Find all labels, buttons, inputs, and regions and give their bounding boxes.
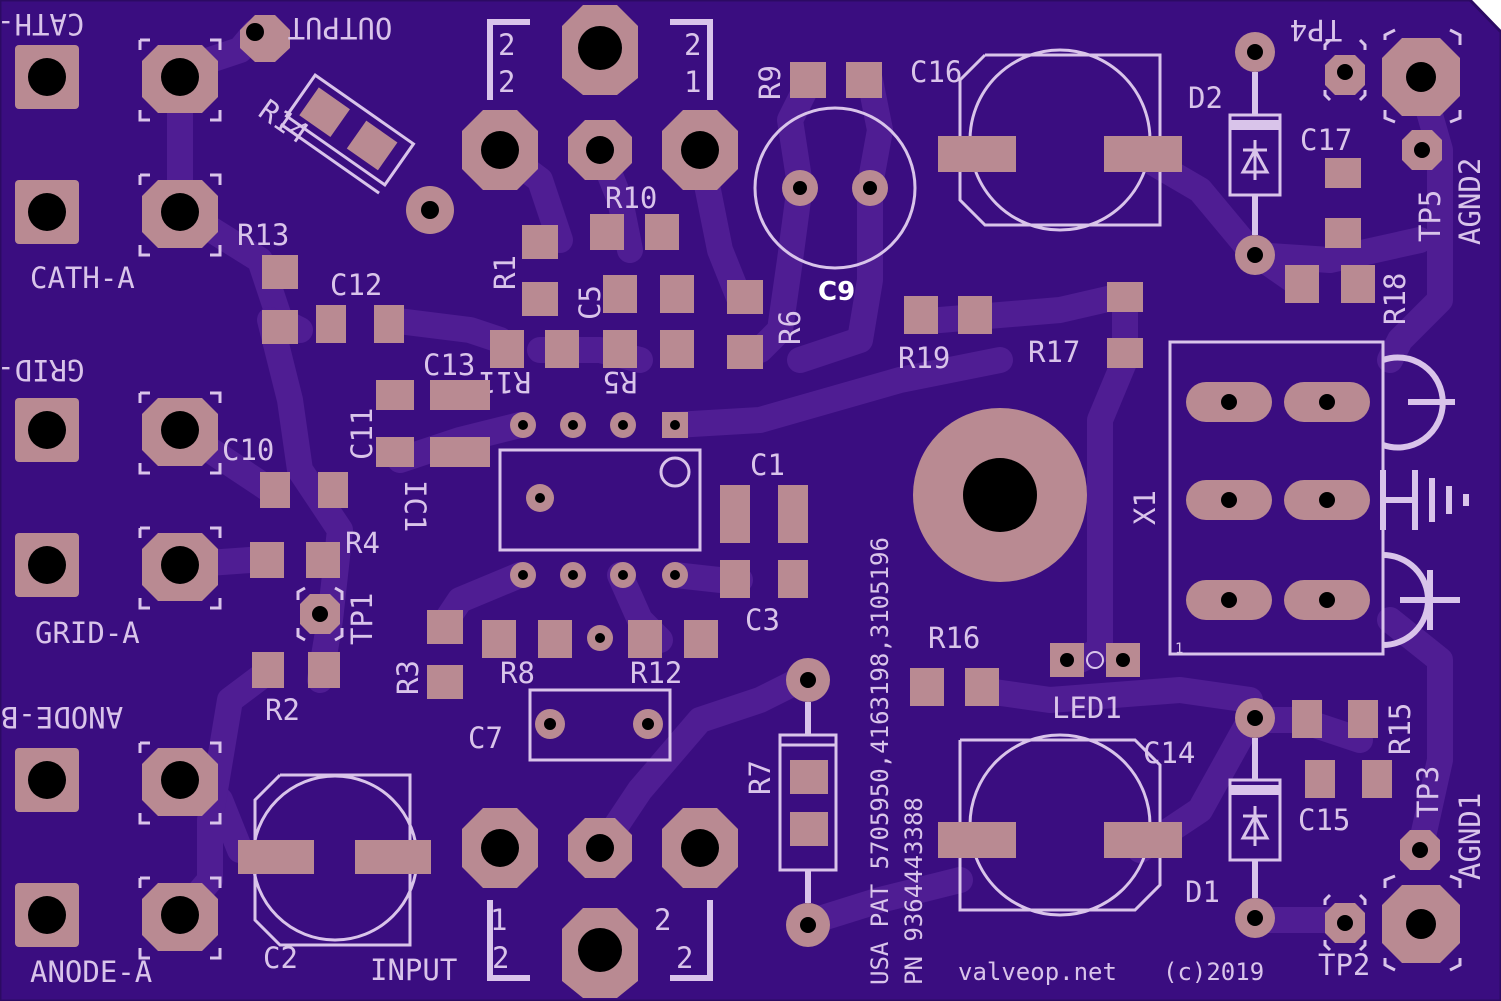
label-agnd1: AGND1 bbox=[1453, 793, 1487, 880]
label-ic1: IC1 bbox=[398, 480, 432, 532]
label-c11: C11 bbox=[345, 408, 379, 460]
d1-diode: D1 bbox=[1185, 698, 1282, 938]
r9-c9: R9 C9 bbox=[753, 62, 917, 307]
c2-capacitor: C2 bbox=[238, 773, 431, 975]
part-number-text: PN 9364443388 bbox=[900, 797, 928, 985]
label-r12: R12 bbox=[630, 656, 682, 690]
r7-resistor: R7 bbox=[743, 658, 838, 947]
c10-r4-tp1-r2: C10 R4 TP1 R2 bbox=[222, 433, 380, 727]
output-pin-tr: 2 bbox=[684, 28, 701, 62]
label-r4: R4 bbox=[345, 526, 380, 560]
input-pin-bl: 2 bbox=[492, 941, 509, 975]
x1-power-jack: 1 X1 bbox=[1128, 340, 1469, 657]
label-r7: R7 bbox=[743, 760, 777, 795]
input-jack: 1 2 2 2 INPUT bbox=[370, 808, 738, 998]
label-r10: R10 bbox=[605, 181, 657, 215]
output-pin-tl: 2 bbox=[498, 28, 515, 62]
c17-r18: C17 R18 bbox=[1285, 123, 1412, 325]
website-text: valveop.net bbox=[958, 958, 1117, 986]
left-labels: CATH-B CATH-A GRID-B GRID-A ANODE-B ANOD… bbox=[0, 7, 152, 989]
r15-c15-tp3-tp2: R15 C15 TP3 AGND1 TP2 bbox=[1292, 700, 1487, 982]
label-cath-a: CATH-A bbox=[30, 261, 135, 295]
label-tp1: TP1 bbox=[345, 593, 379, 645]
c13-c11: C13 C11 bbox=[345, 348, 490, 467]
label-grid-a: GRID-A bbox=[35, 616, 140, 650]
label-r19: R19 bbox=[898, 341, 950, 375]
label-d2: D2 bbox=[1188, 81, 1223, 115]
label-c10: C10 bbox=[222, 433, 274, 467]
label-d1: D1 bbox=[1185, 875, 1220, 909]
label-r5: R5 bbox=[603, 365, 638, 399]
label-r8: R8 bbox=[500, 656, 535, 690]
label-c17: C17 bbox=[1300, 123, 1352, 157]
label-r1: R1 bbox=[488, 255, 522, 290]
output-pin-bl: 2 bbox=[498, 65, 515, 99]
label-r17: R17 bbox=[1028, 335, 1080, 369]
c1-c3: C1 C3 bbox=[720, 448, 808, 637]
footer-text: USA PAT 5705950,4163198,3105196 PN 93644… bbox=[866, 537, 1264, 986]
label-c12: C12 bbox=[330, 268, 382, 302]
label-anode-a: ANODE-A bbox=[30, 955, 152, 989]
label-c9: C9 bbox=[818, 277, 855, 307]
label-c1: C1 bbox=[750, 448, 785, 482]
label-r6: R6 bbox=[773, 310, 807, 345]
label-r9: R9 bbox=[753, 65, 787, 100]
label-c16: C16 bbox=[910, 55, 962, 89]
patent-text: USA PAT 5705950,4163198,3105196 bbox=[866, 537, 894, 985]
label-r13: R13 bbox=[237, 218, 289, 252]
label-r16: R16 bbox=[928, 621, 980, 655]
input-pin-tr: 2 bbox=[654, 903, 671, 937]
label-anode-b: ANODE-B bbox=[1, 700, 123, 734]
label-tp2: TP2 bbox=[1318, 948, 1370, 982]
label-c15: C15 bbox=[1298, 803, 1350, 837]
label-c2: C2 bbox=[263, 941, 298, 975]
tp4-tp5-agnd2: TP4 TP5 AGND2 bbox=[1290, 13, 1487, 245]
label-x1: X1 bbox=[1128, 490, 1162, 525]
pad-silk-brackets bbox=[138, 38, 222, 960]
copyright-text: (c)2019 bbox=[1163, 958, 1264, 986]
label-input: INPUT bbox=[370, 953, 457, 987]
label-grid-b: GRID-B bbox=[0, 353, 84, 387]
c7-capacitor: C7 bbox=[468, 688, 672, 762]
r16-led1: R16 LED1 bbox=[910, 621, 1140, 725]
c16-capacitor: C16 bbox=[910, 48, 1182, 232]
r13-c12: R13 C12 bbox=[237, 218, 404, 344]
label-tp3: TP3 bbox=[1411, 766, 1445, 818]
label-c3: C3 bbox=[745, 603, 780, 637]
label-c13: C13 bbox=[423, 348, 475, 382]
label-r2: R2 bbox=[265, 693, 300, 727]
ic1-dip8: IC1 bbox=[398, 412, 702, 588]
label-agnd2: AGND2 bbox=[1453, 158, 1487, 245]
output-jack: OUTPUT 2 2 2 1 bbox=[288, 5, 738, 190]
r3-r8-r12: R3 R8 R12 bbox=[391, 610, 718, 699]
output-pin-br: 1 bbox=[684, 65, 701, 99]
label-c14: C14 bbox=[1143, 736, 1195, 770]
input-pin-tl: 1 bbox=[490, 903, 507, 937]
label-r15: R15 bbox=[1383, 703, 1417, 755]
label-tp5: TP5 bbox=[1413, 190, 1447, 242]
d2-diode: D2 bbox=[1188, 32, 1282, 275]
mounting-hole bbox=[913, 408, 1087, 582]
label-led1: LED1 bbox=[1052, 691, 1122, 725]
label-c5: C5 bbox=[573, 285, 607, 320]
label-tp4: TP4 bbox=[1290, 13, 1342, 47]
label-r18: R18 bbox=[1378, 273, 1412, 325]
x1-pin-1: 1 bbox=[1175, 641, 1183, 657]
label-output: OUTPUT bbox=[288, 11, 393, 45]
c14-capacitor: C14 bbox=[938, 733, 1195, 917]
label-r3: R3 bbox=[391, 660, 425, 695]
r19-r17: R19 R17 bbox=[898, 282, 1143, 375]
left-connector-pads bbox=[15, 45, 218, 951]
label-cath-b: CATH-B bbox=[0, 7, 84, 41]
input-pin-br: 2 bbox=[676, 941, 693, 975]
label-c7: C7 bbox=[468, 721, 503, 755]
